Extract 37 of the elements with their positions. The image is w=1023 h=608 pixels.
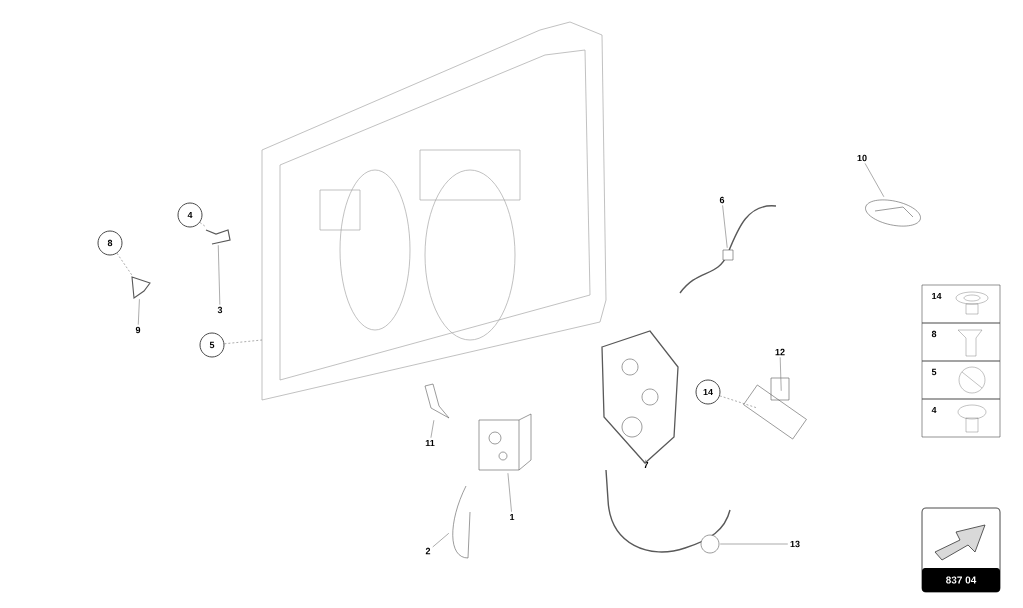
part-drawing <box>424 383 450 419</box>
table-cell: 14 <box>921 284 1001 324</box>
callout-number: 10 <box>857 154 867 162</box>
leader-line <box>432 532 450 548</box>
part-drawing <box>605 469 731 554</box>
leader-line <box>224 339 263 345</box>
part-drawing <box>865 199 921 227</box>
leader-line <box>199 222 207 228</box>
callout-number: 12 <box>775 348 785 356</box>
leader-line <box>116 253 132 276</box>
page-reference: 837 04 <box>922 568 1000 592</box>
callout-number: 1 <box>510 513 515 521</box>
callout-number: 13 <box>790 540 800 548</box>
leader-line <box>722 205 728 249</box>
leader-line <box>217 244 221 305</box>
part-drawing <box>743 377 807 440</box>
callout-number: 2 <box>425 547 431 555</box>
leader-line <box>864 163 885 198</box>
leader-line <box>507 472 512 512</box>
leader-line <box>430 419 435 438</box>
table-cell: 8 <box>921 322 1001 362</box>
part-drawing <box>131 276 151 299</box>
part-drawing <box>679 205 777 294</box>
callout-number: 11 <box>425 439 435 447</box>
leader-line <box>645 459 647 465</box>
leader-line <box>137 298 140 325</box>
callout-number: 9 <box>135 326 141 334</box>
part-drawing <box>478 413 532 471</box>
leader-line <box>719 395 758 409</box>
table-cell: 5 <box>921 360 1001 400</box>
part-drawing <box>205 229 231 245</box>
leader-line <box>719 543 789 545</box>
table-cell: 4 <box>921 398 1001 438</box>
callout-number: 3 <box>217 306 223 314</box>
part-drawing <box>601 330 679 464</box>
part-drawing <box>452 485 471 559</box>
callout-number: 6 <box>719 196 725 204</box>
